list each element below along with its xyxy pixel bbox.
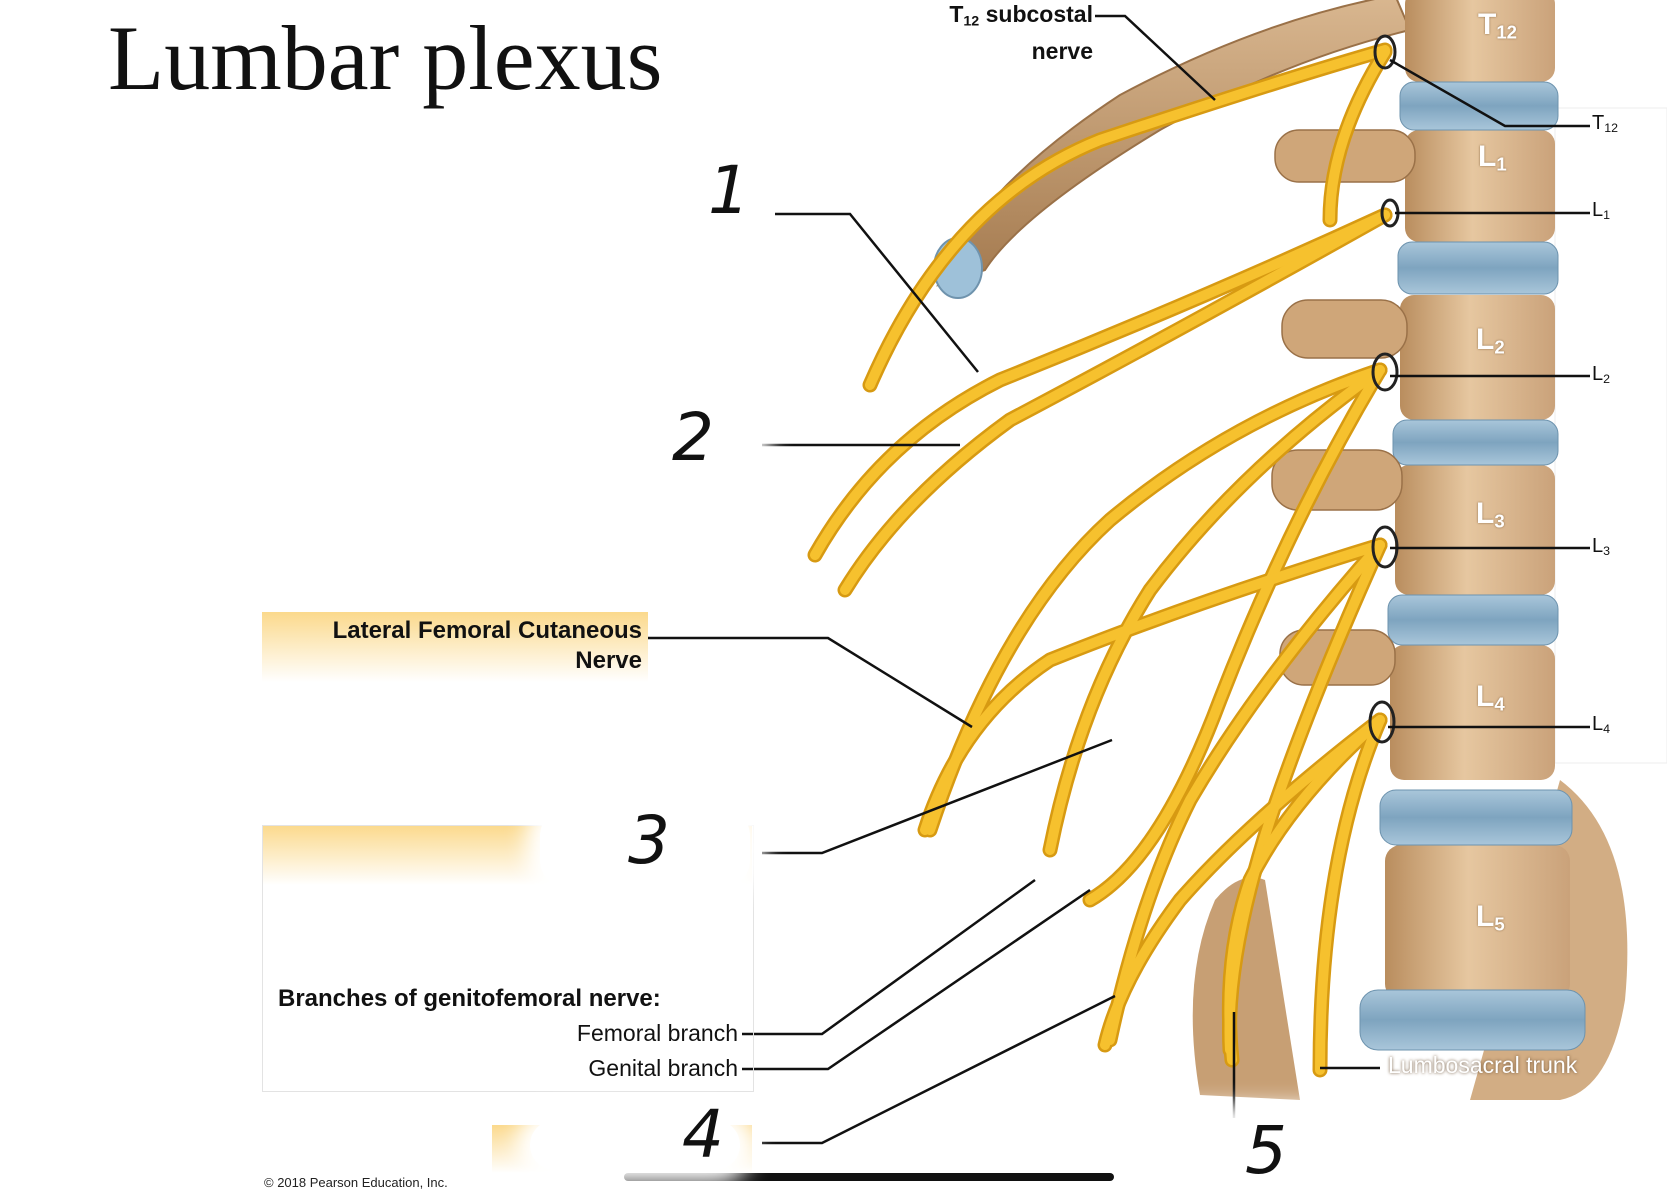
leader-1 bbox=[775, 212, 979, 373]
handwritten-number-4: 4 bbox=[682, 1096, 724, 1173]
genitofemoral-panel-box bbox=[262, 825, 754, 1092]
page-title: Lumbar plexus bbox=[108, 7, 663, 109]
vertebra-label-l3: L3 bbox=[1476, 497, 1505, 532]
leader-3 bbox=[762, 738, 1113, 855]
genitofemoral-heading: Branches of genitofemoral nerve: bbox=[278, 985, 661, 1012]
erased-label-4 bbox=[530, 1120, 740, 1170]
leader-level-t12 bbox=[1389, 58, 1590, 128]
lateral-femoral-label: Lateral Femoral Cutaneous Nerve bbox=[262, 616, 642, 676]
erased-label-2 bbox=[486, 400, 756, 500]
leader-lines bbox=[648, 14, 1590, 1145]
copyright-text: © 2018 Pearson Education, Inc. bbox=[264, 1175, 448, 1190]
twelfth-rib bbox=[936, 0, 1412, 287]
vertebra-label-l4: L4 bbox=[1476, 680, 1505, 715]
leader-4 bbox=[762, 994, 1116, 1145]
leader-femoral-branch bbox=[742, 878, 1036, 1036]
leader-genital-branch bbox=[742, 888, 1091, 1071]
level-label-l2: L2 bbox=[1592, 363, 1611, 387]
vertebra-label-l5: L5 bbox=[1476, 900, 1505, 935]
level-label-strip bbox=[1554, 107, 1667, 764]
intervertebral-discs bbox=[1359, 81, 1586, 1051]
handwritten-number-1: 1 bbox=[708, 152, 750, 229]
vertebra-label-t12: T12 bbox=[1478, 8, 1518, 43]
nerve-branches bbox=[807, 34, 1400, 1078]
t12-subcostal-line2: nerve bbox=[1031, 37, 1093, 64]
leader-lateral-femoral bbox=[648, 636, 973, 729]
vertebra-label-l1: L1 bbox=[1478, 140, 1507, 175]
level-label-t12: T12 bbox=[1592, 112, 1619, 136]
genital-branch-label: Genital branch bbox=[588, 1055, 738, 1081]
handwritten-number-2: 2 bbox=[672, 399, 714, 476]
sacrum-bone bbox=[1192, 877, 1300, 1100]
erased-label-3 bbox=[540, 808, 750, 888]
erased-label-5 bbox=[1160, 1118, 1430, 1173]
lateral-femoral-line1: Lateral Femoral Cutaneous bbox=[332, 617, 642, 644]
handwritten-number-3: 3 bbox=[628, 802, 670, 879]
femoral-branch-label: Femoral branch bbox=[576, 1020, 738, 1046]
vertebra-label-l2: L2 bbox=[1476, 323, 1505, 358]
lumbosacral-trunk-label: Lumbosacral trunk bbox=[1388, 1052, 1578, 1078]
lateral-femoral-label-panel bbox=[262, 612, 648, 682]
lateral-femoral-line2: Nerve bbox=[575, 647, 642, 674]
t12-subcostal-line1: T12 subcostal bbox=[949, 1, 1093, 30]
level-label-l1: L1 bbox=[1592, 199, 1611, 223]
t12-subcostal-label: T12 subcostal nerve bbox=[938, 0, 1093, 66]
handwritten-number-5: 5 bbox=[1245, 1112, 1287, 1189]
level-label-l4: L4 bbox=[1592, 713, 1611, 737]
leader-t12-subcostal bbox=[1095, 14, 1216, 101]
level-label-l3: L3 bbox=[1592, 535, 1611, 559]
erased-label-1 bbox=[530, 150, 740, 280]
